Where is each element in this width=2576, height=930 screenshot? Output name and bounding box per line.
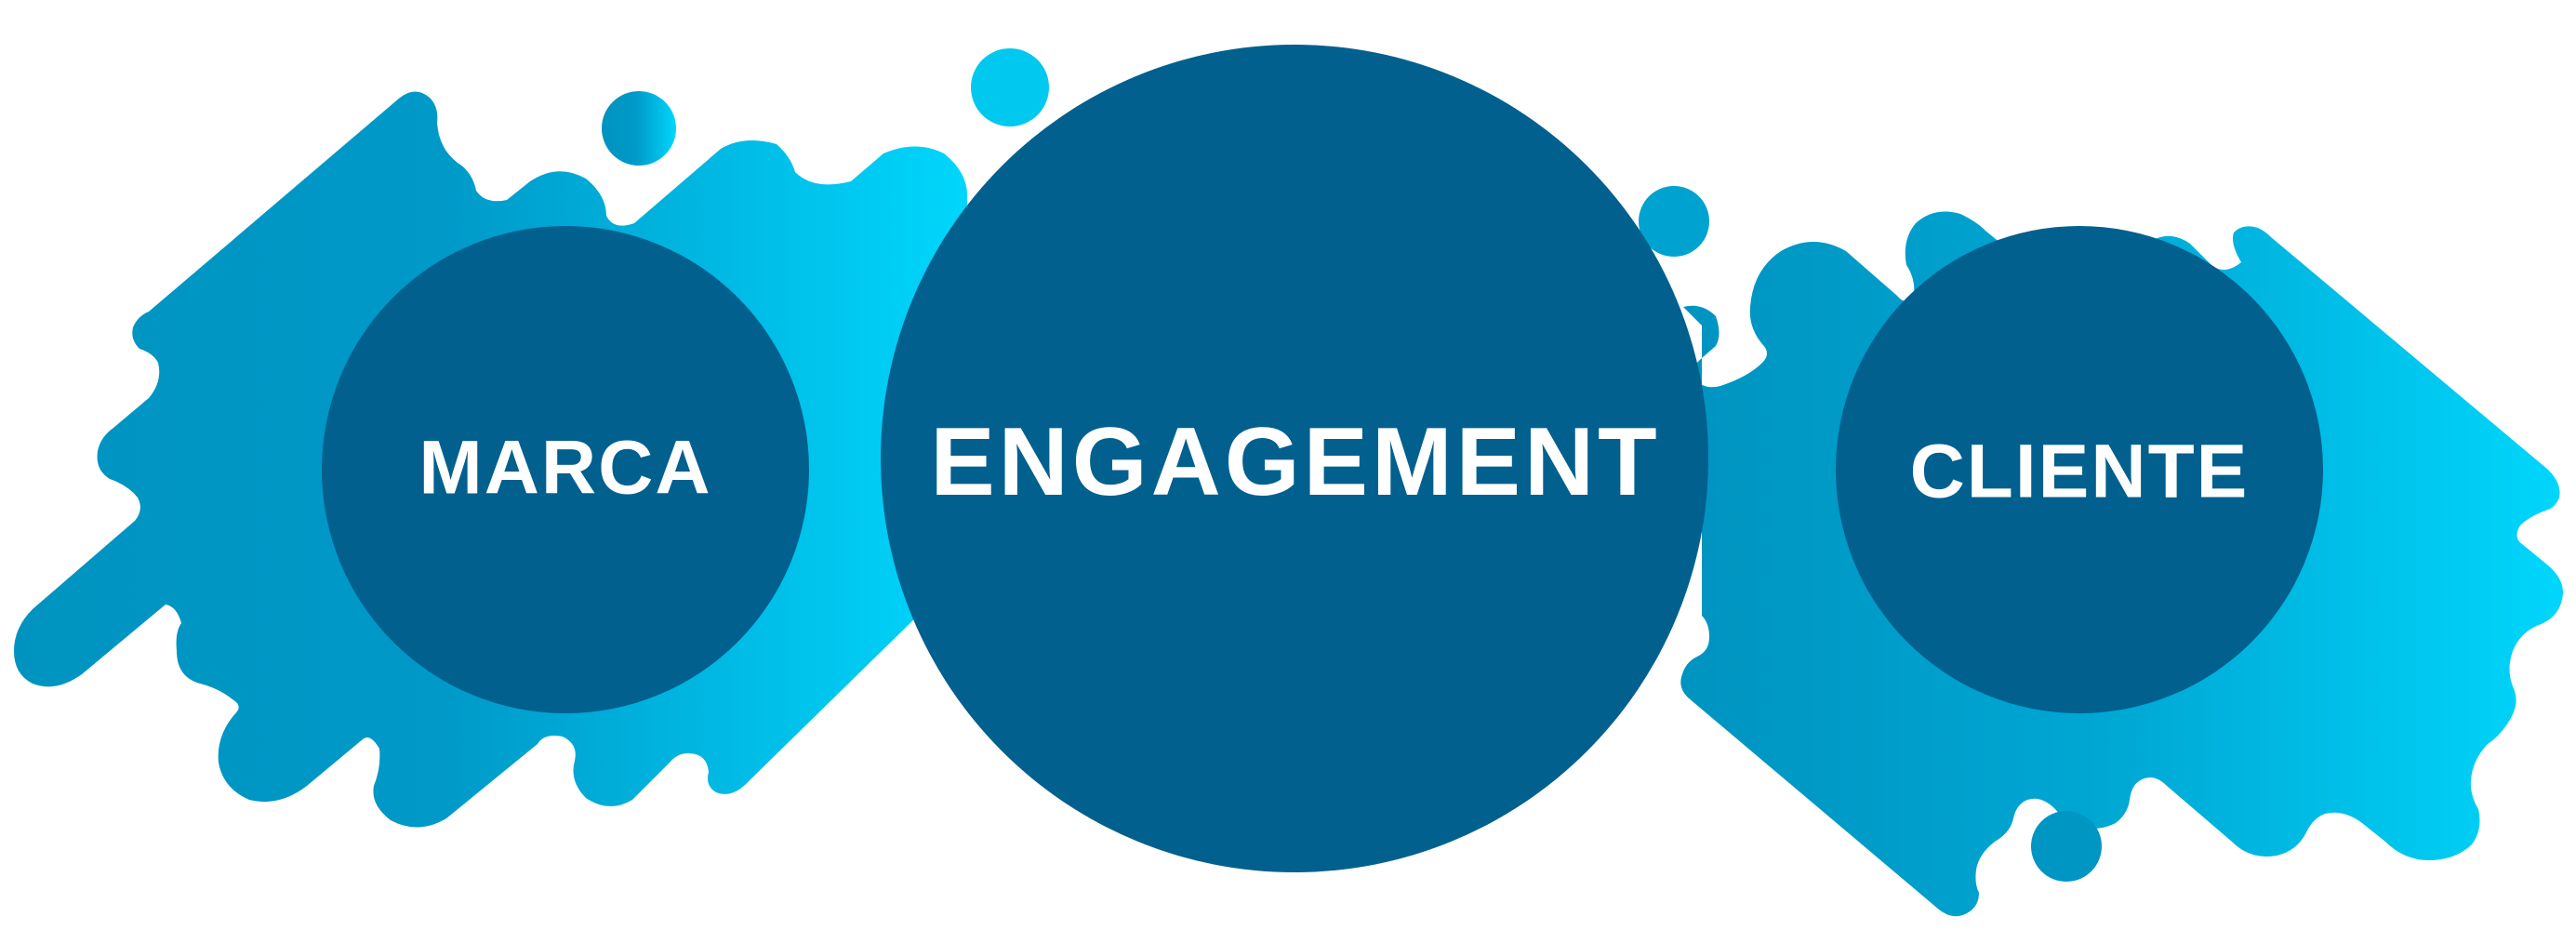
cliente-label: CLIENTE <box>1910 430 2250 514</box>
engagement-label: ENGAGEMENT <box>930 408 1660 516</box>
marca-circle <box>322 226 809 713</box>
marca-label: MARCA <box>418 426 711 511</box>
engagement-circle <box>881 45 1708 872</box>
cliente-circle <box>1836 226 2323 713</box>
